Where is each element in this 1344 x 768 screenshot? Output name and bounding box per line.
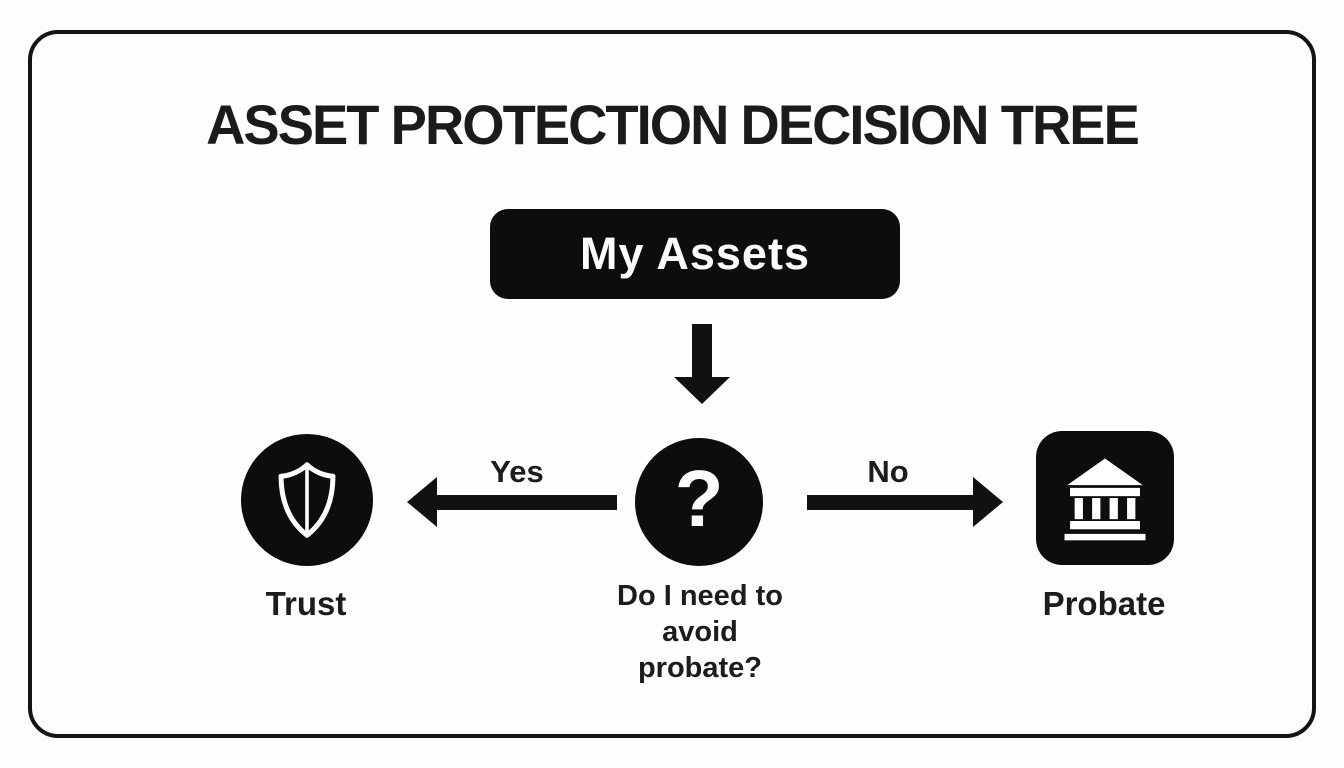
decision-question-line: Do I need to [617, 580, 783, 612]
down-arrow [692, 324, 712, 378]
no-branch-label: No [867, 454, 909, 489]
yes-arrow [435, 495, 617, 510]
decision-question-line: probate? [637, 652, 763, 684]
decision-question: Do I need to avoid probate? [550, 578, 850, 686]
question-mark-icon: ? [674, 454, 724, 543]
page-title: ASSET PROTECTION DECISION TREE [206, 93, 1140, 156]
no-arrow [807, 495, 975, 510]
bank-icon [1064, 458, 1146, 541]
trust-label: Trust [265, 585, 347, 622]
my-assets-node: My Assets [490, 209, 900, 299]
shield-icon [278, 462, 336, 538]
down-arrow-head [674, 377, 730, 404]
probate-label: Probate [1042, 585, 1166, 622]
decision-question-line: avoid [662, 616, 738, 648]
my-assets-label: My Assets [580, 228, 810, 279]
trust-node [241, 434, 373, 566]
probate-node [1036, 431, 1174, 565]
yes-arrow-head [407, 477, 437, 527]
decision-node: ? [635, 438, 763, 566]
diagram-card: ASSET PROTECTION DECISION TREE My Assets… [28, 30, 1316, 738]
no-arrow-head [973, 477, 1003, 527]
yes-branch-label: Yes [490, 454, 544, 489]
